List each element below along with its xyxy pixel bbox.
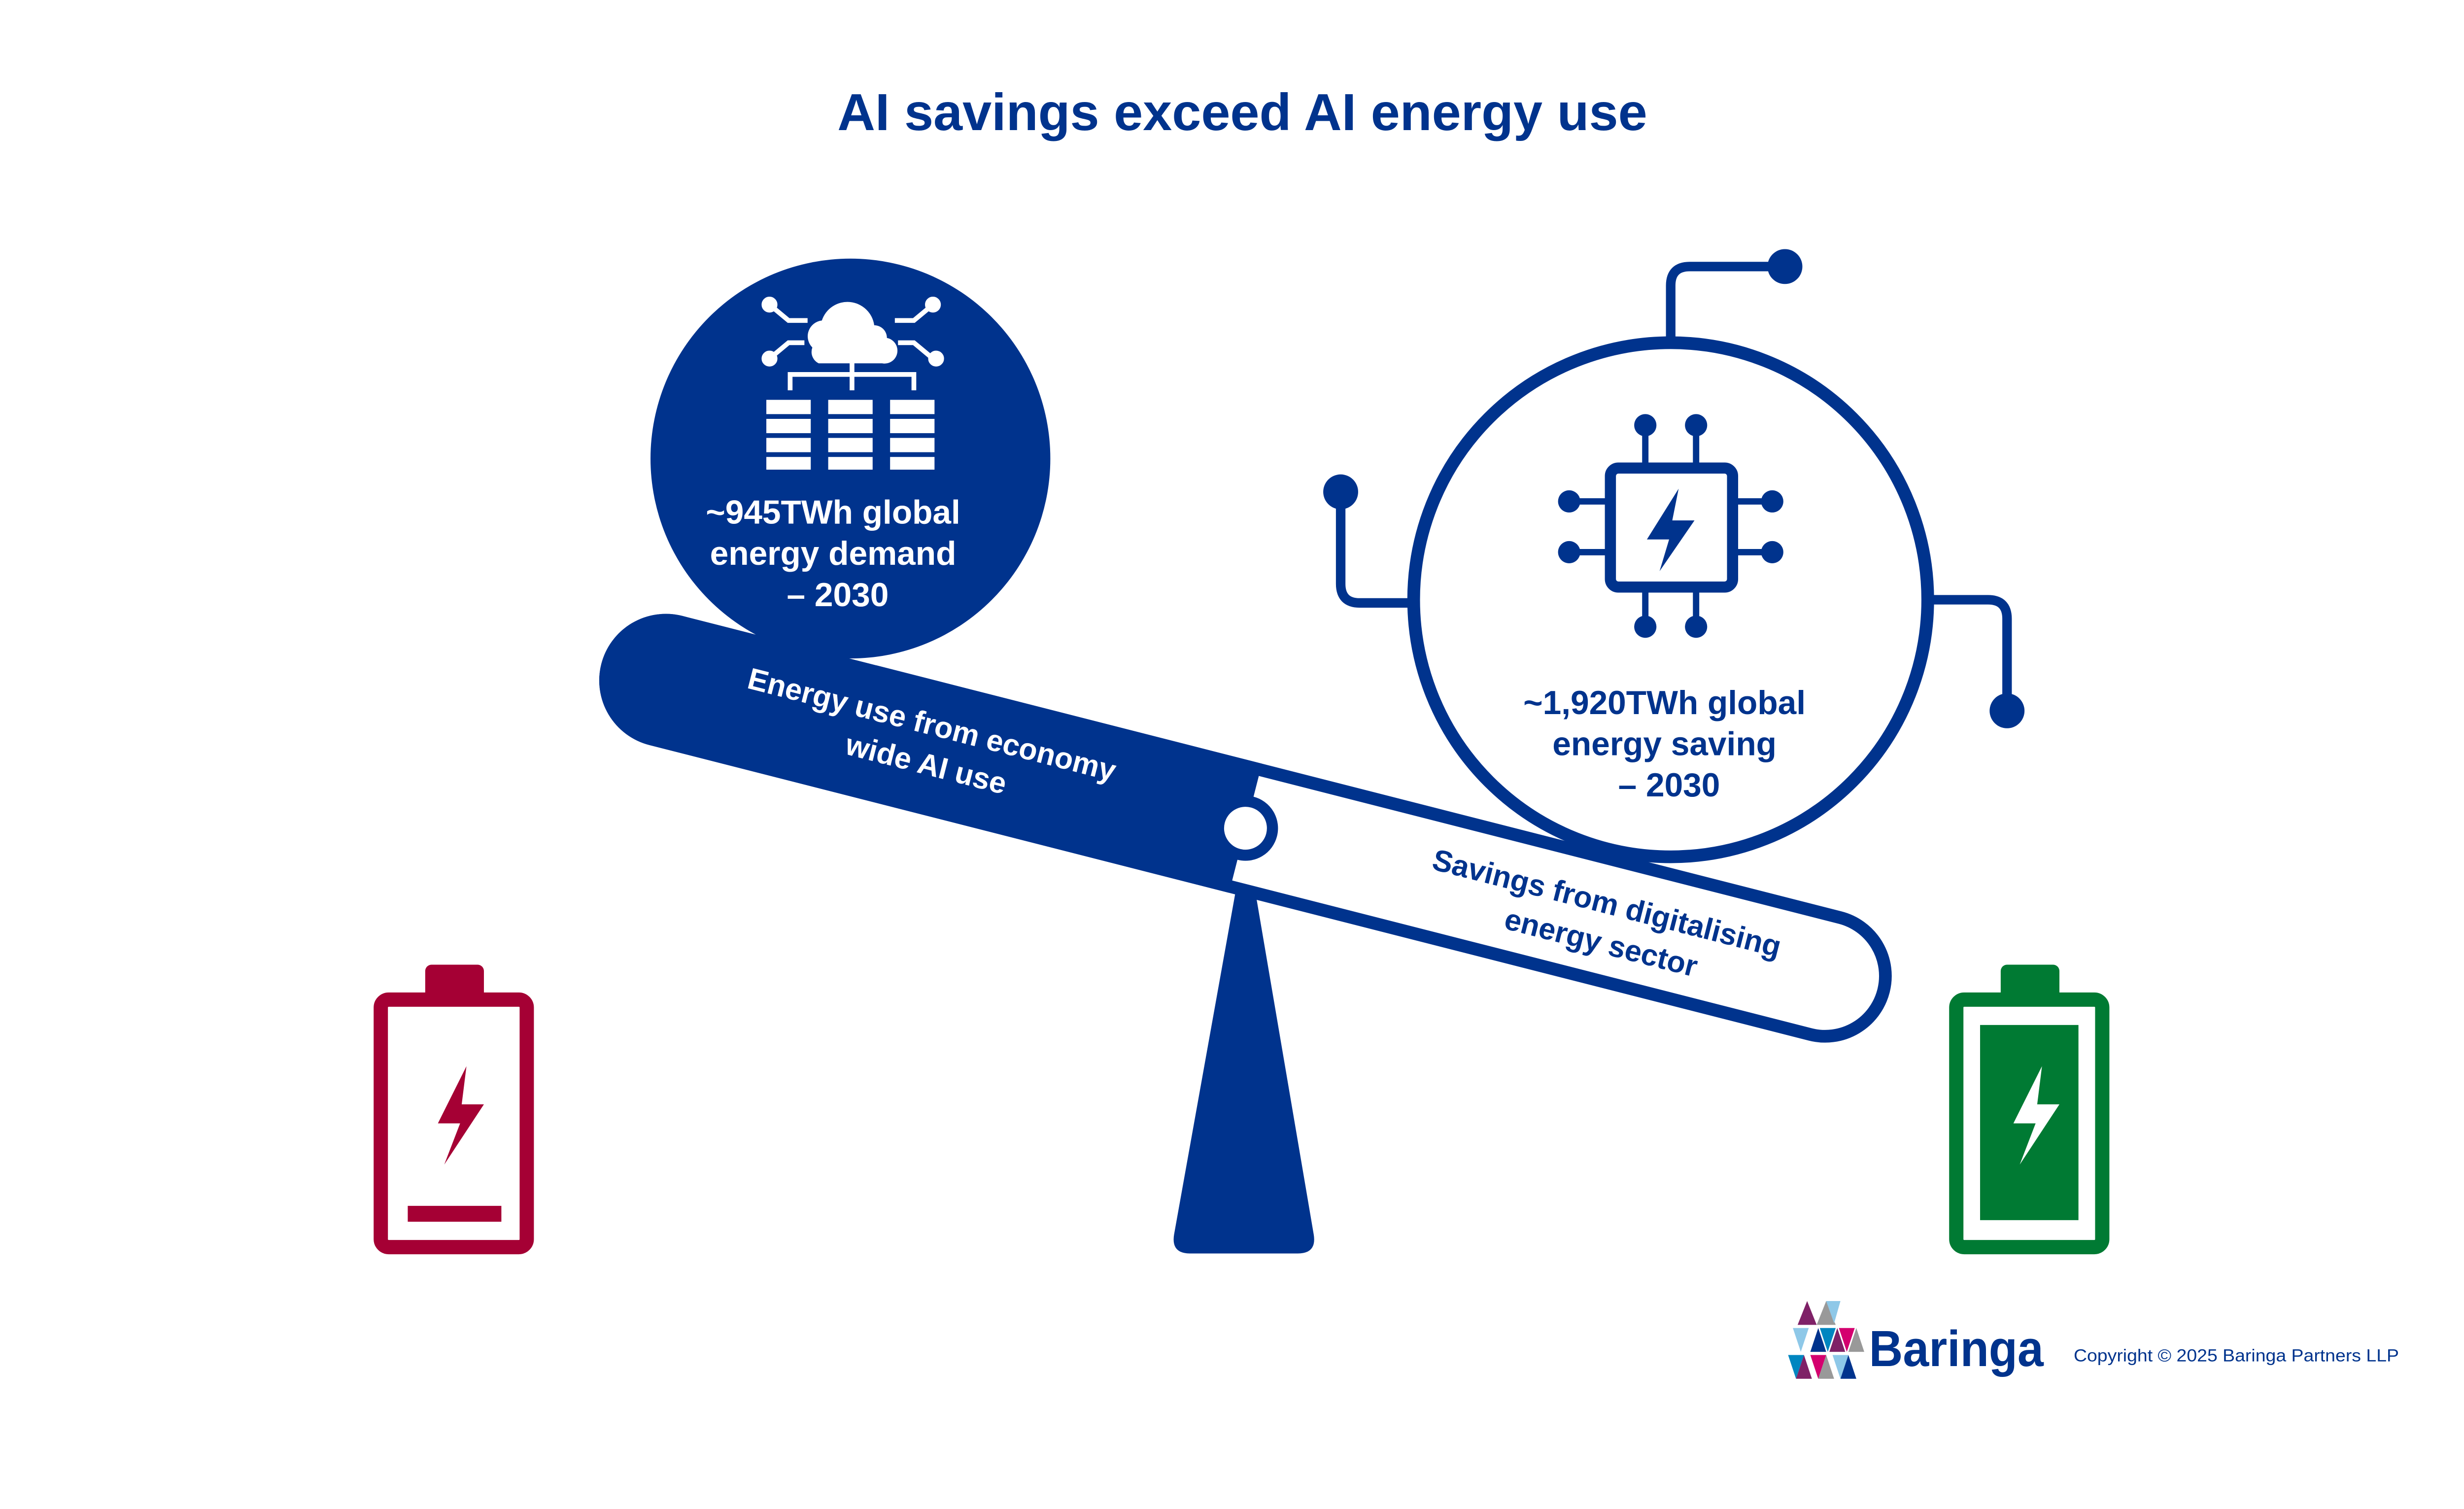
- battery-full-icon: [1949, 964, 2110, 1255]
- svg-text:~945TWh global energy de: ~945TWh global energy demand – 2030: [706, 494, 969, 613]
- baringa-logo: Baringa: [1788, 1301, 2044, 1379]
- left-circle: ~945TWh global energy demand – 2030: [650, 258, 1051, 659]
- page-title: AI savings exceed AI energy use: [837, 83, 1647, 141]
- seesaw-beam: Energy use from economy wide AI use Savi…: [599, 614, 1892, 1043]
- logo-triangles-icon: [1788, 1301, 1864, 1379]
- copyright-text: Copyright © 2025 Baringa Partners LLP: [2074, 1345, 2399, 1365]
- right-circle-line-1: ~1,920TWh global: [1523, 685, 1806, 721]
- logo-text: Baringa: [1869, 1320, 2044, 1377]
- cloud-data-center-icon: [761, 297, 944, 470]
- battery-low-icon: [374, 964, 534, 1255]
- pivot-circle: [1213, 795, 1278, 861]
- right-circle-line-2: energy saving: [1552, 726, 1777, 763]
- left-circle-line-3: – 2030: [787, 577, 889, 614]
- infographic: AI savings exceed AI energy use ~945TWh …: [374, 83, 2399, 1379]
- right-circle: ~1,920TWh global energy saving – 2030: [1323, 249, 2025, 863]
- right-circle-line-3: – 2030: [1618, 767, 1720, 804]
- chip-lightning-icon: [1558, 414, 1783, 638]
- left-circle-line-2: energy demand: [710, 535, 957, 572]
- seesaw-fulcrum: [1173, 880, 1314, 1254]
- left-circle-line-1: ~945TWh global: [706, 494, 960, 531]
- svg-text:~1,920TWh global energy: ~1,920TWh global energy saving – 2030: [1523, 685, 1815, 804]
